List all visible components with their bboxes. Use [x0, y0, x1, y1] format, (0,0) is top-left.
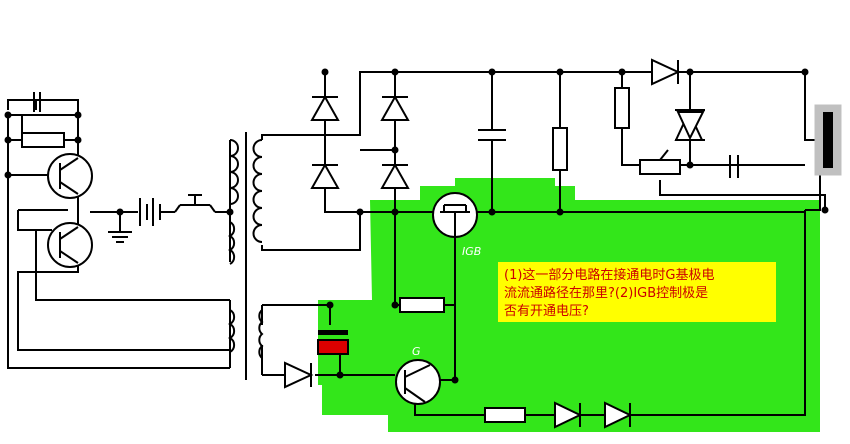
note-box [498, 262, 776, 322]
junction-dots [4, 68, 829, 384]
resistor-left [21, 132, 65, 148]
battery [139, 198, 161, 226]
red-component-cap [318, 330, 348, 335]
transistor-left-upper [47, 153, 93, 199]
heater-core [823, 112, 833, 168]
transistor-g-label: G [412, 345, 421, 358]
resistor-bottom [484, 407, 526, 423]
transistor-g [395, 359, 441, 405]
resistor-gate [399, 297, 445, 313]
capacitor-filter [478, 129, 506, 141]
note-line-1: (1)这一部分电路在接通电时G基极电 [504, 267, 715, 283]
igbt [432, 192, 478, 238]
resistor-vertical [552, 127, 568, 171]
ground-icon [108, 231, 132, 243]
resistor-top-right [614, 87, 630, 129]
diode-bridge [310, 94, 410, 189]
note-line-2: 流流通路径在那里?(2)IGB控制极是 [504, 285, 708, 301]
igbt-label: IGB [462, 245, 481, 258]
transistor-left-lower [47, 222, 93, 268]
transformer [227, 132, 264, 380]
diode-bottom-left [284, 361, 314, 389]
diodes-bottom [554, 401, 633, 429]
potentiometer [639, 149, 681, 175]
triac [674, 109, 705, 141]
switch [174, 194, 216, 213]
capacitor-top-left [33, 92, 41, 112]
capacitor-right [729, 155, 739, 178]
note-line-3: 否有开通电压? [504, 304, 589, 319]
diode-top [651, 58, 681, 86]
red-component [317, 339, 349, 355]
